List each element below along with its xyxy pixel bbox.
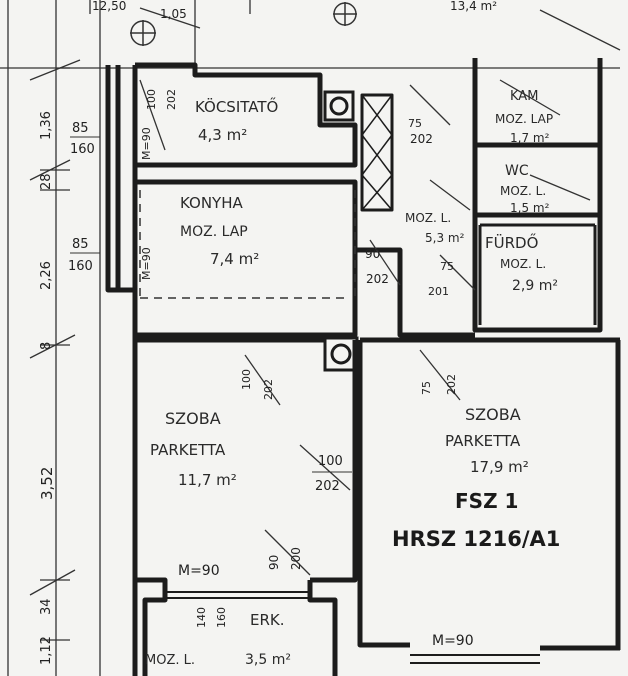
dim-text: 1,36 [39, 111, 54, 140]
dim-text: 13,4 m² [450, 0, 497, 13]
dim-text: 3,52 [38, 467, 56, 500]
dim-text: 85 [72, 121, 89, 136]
dim-text: 34 [39, 598, 54, 615]
dim-text: M=90 [140, 247, 153, 280]
room-konyha: KONYHA MOZ. LAP 7,4 m² [180, 194, 259, 268]
dim-text: 12,50 [92, 0, 126, 13]
room-area: 3,5 m² [245, 652, 291, 668]
dim-text: 140 [195, 607, 208, 628]
room-floor: MOZ. L. [145, 653, 195, 668]
dim-text: 100 [318, 454, 343, 469]
room-area: 2,9 m² [512, 278, 558, 294]
room-name: MOZ. L. [405, 211, 451, 225]
dim-top: 1,05 12,50 13,4 m² [92, 0, 497, 21]
dim-text: 100 [145, 89, 158, 110]
dim-text: 160 [215, 607, 228, 628]
room-name: KAM [510, 89, 538, 104]
room-area: 1,5 m² [510, 201, 550, 215]
room-floor: MOZ. LAP [180, 224, 248, 240]
dim-text: 160 [68, 259, 93, 274]
dim-text: M=90 [140, 127, 153, 160]
room-name: KÖCSITATŐ [195, 96, 278, 116]
unit-id: FSZ 1 HRSZ 1216/A1 [392, 489, 560, 551]
room-area: 1,7 m² [510, 131, 550, 145]
room-floor: PARKETTA [150, 441, 226, 459]
room-furdo: FÜRDŐ MOZ. L. 2,9 m² [485, 232, 558, 294]
door-marks [139, 79, 591, 576]
hrsz-label: HRSZ 1216/A1 [392, 527, 560, 551]
cabinet-lines [139, 190, 356, 299]
room-name: WC [505, 163, 529, 179]
walls [105, 58, 621, 676]
dim-text: 2,26 [39, 261, 54, 290]
room-szoba-1: SZOBA PARKETTA 11,7 m² [150, 409, 237, 489]
window-spec: 85 160 85 160 [68, 121, 100, 274]
dim-text: 200 [289, 547, 303, 570]
dim-text: 75 [420, 381, 433, 395]
dim-text: 202 [410, 132, 433, 146]
dim-left: 1,36 28 2,26 8 3,52 1,12 34 [38, 111, 56, 665]
room-area: 17,9 m² [470, 458, 529, 476]
dim-text: 28 [39, 173, 54, 190]
dim-text: 85 [72, 237, 89, 252]
dim-text: 8 [39, 342, 54, 350]
room-floor: MOZ. L. [500, 257, 546, 271]
room-area: 5,3 m² [425, 231, 465, 245]
dim-text: 202 [262, 379, 275, 400]
dim-text: 75 [440, 260, 454, 273]
door-specs: 100 202 75 202 90 202 75 100 202 100 202… [145, 89, 458, 628]
marker-icons [130, 2, 357, 46]
dim-text: 90 [267, 555, 281, 570]
room-floor: PARKETTA [445, 432, 521, 450]
dim-text: M=90 [178, 563, 220, 579]
dim-text: M=90 [432, 633, 474, 649]
room-area: 7,4 m² [210, 250, 259, 268]
dim-text: 202 [315, 479, 340, 494]
room-area: 11,7 m² [178, 471, 237, 489]
dim-text: 100 [240, 369, 253, 390]
parapet-heights: M=90 M=90 M=90 M=90 [140, 127, 474, 649]
dim-text: 1,12 [39, 636, 54, 665]
room-erkely: ERK. MOZ. L. 3,5 m² [145, 611, 291, 668]
room-name: ERK. [250, 611, 285, 629]
dim-text: 160 [70, 142, 95, 157]
dim-text: 90 [365, 247, 380, 261]
room-kamra: KAM MOZ. LAP 1,7 m² [495, 89, 553, 145]
room-name: SZOBA [465, 405, 521, 424]
dim-text: 202 [366, 272, 389, 286]
room-szoba-2: SZOBA PARKETTA 17,9 m² [445, 405, 529, 476]
unit-label: FSZ 1 [455, 489, 518, 513]
dim-text: 75 [408, 117, 422, 130]
chimney-icon [329, 96, 349, 116]
room-name: KONYHA [180, 194, 243, 212]
room-kocsitato: KÖCSITATŐ 4,3 m² [195, 96, 278, 144]
dim-text: 202 [165, 89, 178, 110]
dim-text: 202 [445, 374, 458, 395]
room-area: 4,3 m² [198, 126, 247, 144]
room-floor: MOZ. L. [500, 184, 546, 198]
room-name: SZOBA [165, 409, 221, 428]
dim-text: 1,05 [160, 7, 187, 21]
room-name: FÜRDŐ [485, 232, 538, 252]
dim-text: 201 [428, 285, 449, 298]
room-wc: WC MOZ. L. 1,5 m² [500, 163, 550, 215]
chimney-icons [323, 90, 359, 372]
chimney-icon [330, 343, 352, 365]
room-eloter: MOZ. L. 5,3 m² [405, 211, 465, 245]
room-floor: MOZ. LAP [495, 112, 553, 126]
